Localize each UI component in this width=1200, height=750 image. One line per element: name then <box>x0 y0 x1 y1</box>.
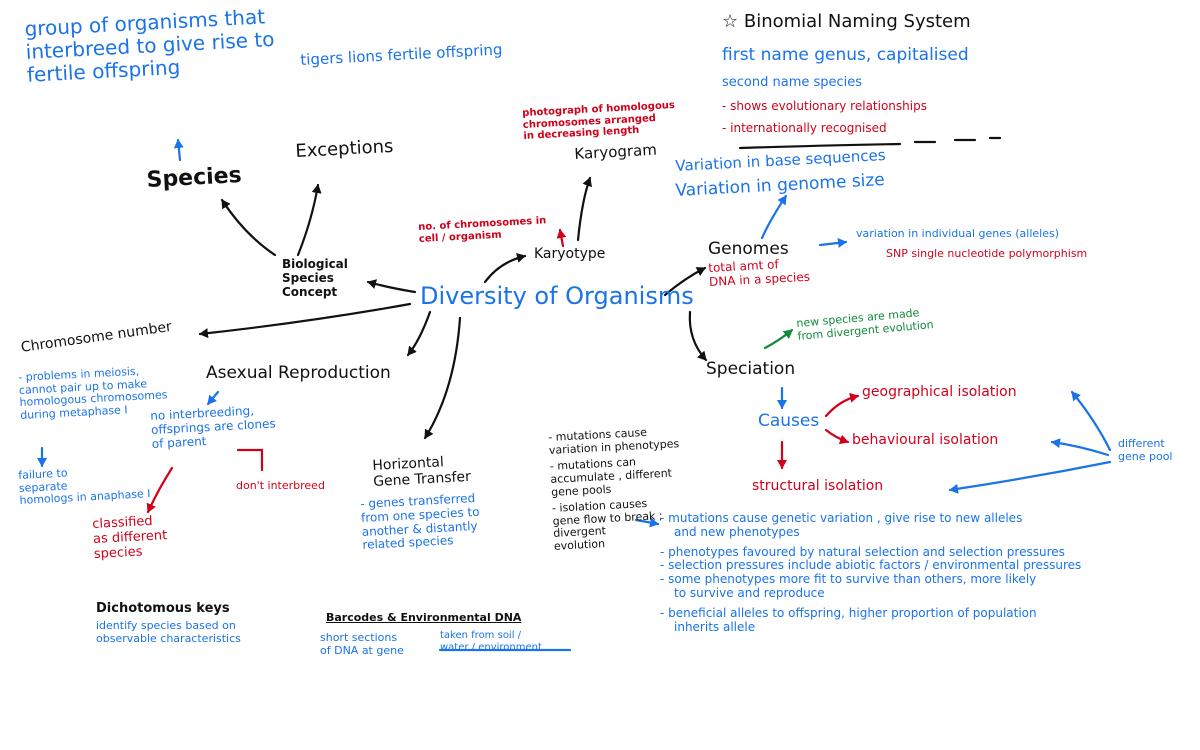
speciation-green-note: new species are made from divergent evol… <box>796 306 934 343</box>
dich-label: Dichotomous keys <box>96 601 230 616</box>
arrow-bsc-exceptions <box>296 183 322 257</box>
speciation-diff2: gene pool <box>1118 449 1173 463</box>
genomes-definition: total amt of DNA in a species <box>708 257 810 290</box>
barcode-line4: water / environment <box>440 641 542 653</box>
arrow-asexual-noint <box>206 390 220 406</box>
arrow-genomes-indiv <box>818 237 848 248</box>
speciation-label: Speciation <box>706 359 796 379</box>
bsc-line2: Species <box>282 270 334 285</box>
asexual-label: Asexual Reproduction <box>206 363 391 383</box>
arrow-center-bsc <box>366 279 417 294</box>
genomes-individual: variation in individual genes (alleles) <box>856 227 1060 240</box>
dich-line2: observable characteristics <box>96 631 241 645</box>
speciation-beh: behavioural isolation <box>852 432 999 448</box>
arrow-center-karyotype <box>483 253 527 284</box>
species-definition: group of organisms that interbreed to gi… <box>24 4 276 86</box>
arrow-genepool-geo <box>1070 390 1112 452</box>
binomial-line1: first name genus, capitalised <box>722 45 969 65</box>
genomes-def-line2: DNA in a species <box>708 269 811 289</box>
karyotype-label: Karyotype <box>534 246 606 262</box>
speciation-diff1: different <box>1118 437 1165 450</box>
barcode-line1: short sections <box>320 631 398 644</box>
binomial-line3: - shows evolutionary relationships <box>722 99 927 113</box>
arrow-causes-beh <box>824 428 850 445</box>
arrow-causes-geo <box>824 392 860 418</box>
selection-s4b: to survive and reproduce <box>674 585 825 600</box>
chromosome-detail: - problems in meiosis, cannot pair up to… <box>18 364 168 422</box>
barcode-label: Barcodes & Environmental DNA <box>326 611 522 624</box>
barcode-env: taken from soil / water / environment <box>440 630 542 653</box>
barcode-short: short sections of DNA at gene <box>320 631 404 657</box>
arrow-karyotype-karyogram <box>576 176 592 242</box>
arrow-genepool-beh <box>1050 438 1110 457</box>
arrow-asexual-dont <box>236 448 264 472</box>
selection-s1a: - mutations cause genetic variation , gi… <box>660 511 1023 525</box>
binomial-line2: second name species <box>722 75 863 90</box>
karyogram-note: photograph of homologous chromosomes arr… <box>522 100 676 142</box>
selection-s5b: inherits allele <box>674 619 756 634</box>
chromosome-label: Chromosome number <box>20 318 173 356</box>
species-label: Species <box>146 163 243 193</box>
asexual-classified: classified as different species <box>92 514 168 563</box>
arrow-genomes-variation <box>760 194 788 240</box>
genomes-label: Genomes <box>708 239 789 259</box>
binomial-title-text: Binomial Naming System <box>743 11 971 32</box>
karyotype-note: no. of chromosomes in cell / organism <box>418 215 547 245</box>
asexual-detail: no interbreeding, offsprings are clones … <box>150 403 277 451</box>
arrow-speciation-green <box>763 328 794 350</box>
speciation-diff-pool: different gene pool <box>1118 437 1173 463</box>
chromosome-failure: failure to separate homologs in anaphase… <box>18 463 151 508</box>
barcode-line2: of DNA at gene <box>320 643 404 657</box>
arrow-karyotype-note <box>556 228 567 248</box>
star-icon: ☆ <box>722 11 739 32</box>
arrow-species-definition <box>173 138 184 162</box>
selection-s4a: - some phenotypes more fit to survive th… <box>660 572 1037 587</box>
arrow-center-hgt <box>423 316 462 440</box>
exceptions-note: tigers lions fertile offspring <box>299 40 503 69</box>
arrow-center-asexual <box>406 310 432 357</box>
selection-list: - mutations cause genetic variation , gi… <box>660 511 1082 634</box>
center-title: Diversity of Organisms <box>420 282 694 310</box>
selection-s1b: and new phenotypes <box>674 524 800 539</box>
binomial-line4: - internationally recognised <box>722 121 887 135</box>
dich-line1: identify species based on <box>96 619 236 632</box>
genome-variation-2: Variation in genome size <box>674 170 886 201</box>
speciation-geo: geographical isolation <box>862 384 1017 400</box>
arrow-asexual-classified <box>146 466 174 514</box>
arrow-bsc-species <box>220 198 277 257</box>
karyogram-label: Karyogram <box>573 140 658 163</box>
selection-s2: - phenotypes favoured by natural selecti… <box>660 544 1065 559</box>
bsc-line3: Concept <box>282 284 338 299</box>
hgt-label: Horizontal Gene Transfer <box>372 453 471 490</box>
bsc-line1: Biological <box>282 257 348 271</box>
exceptions-label: Exceptions <box>294 135 394 162</box>
arrow-center-chromosome <box>198 302 412 339</box>
hgt-detail: - genes transferred from one species to … <box>360 491 481 553</box>
speciation-struct: structural isolation <box>752 478 884 494</box>
binomial-title: ☆ Binomial Naming System <box>722 11 971 33</box>
asexual-dont-interbreed: don't interbreed <box>236 479 325 492</box>
selection-s3: - selection pressures include abiotic fa… <box>660 558 1082 573</box>
asexual-class3: species <box>93 544 143 562</box>
bsc-label: Biological Species Concept <box>282 257 348 299</box>
genomes-snp: SNP single nucleotide polymorphism <box>886 247 1088 260</box>
selection-s5a: - beneficial alleles to offspring, highe… <box>660 605 1037 620</box>
arrow-center-speciation <box>688 310 708 362</box>
barcode-line3: taken from soil / <box>440 630 522 641</box>
arrow-genepool-struct <box>948 460 1112 494</box>
speciation-causes: Causes <box>758 411 820 431</box>
dich-detail: identify species based on observable cha… <box>96 619 241 645</box>
